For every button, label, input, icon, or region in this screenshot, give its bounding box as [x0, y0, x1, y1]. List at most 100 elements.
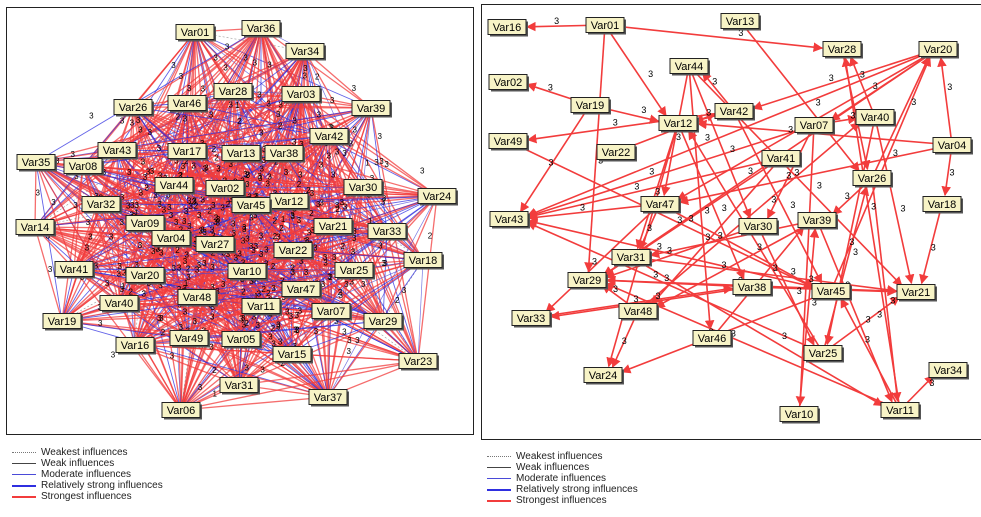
- node-var38[interactable]: Var38: [732, 279, 773, 297]
- node-var19[interactable]: Var19: [570, 97, 611, 115]
- node-var30[interactable]: Var30: [343, 179, 384, 197]
- node-var43[interactable]: Var43: [97, 142, 138, 160]
- node-var36[interactable]: Var36: [241, 20, 282, 38]
- node-var40[interactable]: Var40: [99, 295, 140, 313]
- node-var49[interactable]: Var49: [169, 330, 210, 348]
- node-var28[interactable]: Var28: [213, 83, 254, 101]
- node-var48[interactable]: Var48: [618, 303, 659, 321]
- node-var18[interactable]: Var18: [922, 196, 963, 214]
- node-var41[interactable]: Var41: [761, 150, 802, 168]
- node-var48[interactable]: Var48: [177, 289, 218, 307]
- edge-weight-label: 3: [257, 172, 262, 181]
- node-var12[interactable]: Var12: [658, 115, 699, 133]
- node-var44[interactable]: Var44: [154, 177, 195, 195]
- node-label: Var33: [373, 226, 402, 238]
- node-var37[interactable]: Var37: [308, 389, 349, 407]
- node-var27[interactable]: Var27: [195, 236, 236, 254]
- node-var21[interactable]: Var21: [313, 218, 354, 236]
- node-var32[interactable]: Var32: [81, 196, 122, 214]
- node-var23[interactable]: Var23: [398, 353, 439, 371]
- legend-swatch-relatively-strong: [487, 488, 511, 491]
- node-var47[interactable]: Var47: [640, 196, 681, 214]
- edge-weight-label: 3: [256, 321, 261, 330]
- node-var45[interactable]: Var45: [231, 197, 272, 215]
- node-var13[interactable]: Var13: [221, 145, 262, 163]
- edge-weight-label: 3: [276, 110, 281, 119]
- edge-weight-label: 3: [158, 281, 163, 290]
- node-var08[interactable]: Var08: [63, 158, 104, 176]
- node-var39[interactable]: Var39: [351, 100, 392, 118]
- node-var43[interactable]: Var43: [489, 211, 530, 229]
- node-var07[interactable]: Var07: [311, 303, 352, 321]
- node-var26[interactable]: Var26: [113, 99, 154, 117]
- node-label: Var04: [157, 233, 186, 245]
- edge-weight-label: 3: [349, 278, 354, 287]
- node-var02[interactable]: Var02: [488, 74, 529, 92]
- node-var21[interactable]: Var21: [896, 284, 937, 302]
- node-var09[interactable]: Var09: [125, 215, 166, 233]
- node-var28[interactable]: Var28: [822, 41, 863, 59]
- edge-weight-label: 3: [278, 101, 283, 110]
- node-var17[interactable]: Var17: [167, 143, 208, 161]
- node-var31[interactable]: Var31: [219, 377, 260, 395]
- node-var11[interactable]: Var11: [880, 402, 921, 420]
- node-var25[interactable]: Var25: [803, 345, 844, 363]
- node-var24[interactable]: Var24: [583, 367, 624, 385]
- node-var38[interactable]: Var38: [264, 145, 305, 163]
- node-label: Var46: [698, 333, 727, 345]
- node-var07[interactable]: Var07: [794, 117, 835, 135]
- node-var46[interactable]: Var46: [692, 330, 733, 348]
- node-var01[interactable]: Var01: [175, 24, 216, 42]
- node-var33[interactable]: Var33: [367, 223, 408, 241]
- node-var22[interactable]: Var22: [273, 242, 314, 260]
- node-var12[interactable]: Var12: [269, 193, 310, 211]
- node-var41[interactable]: Var41: [54, 261, 95, 279]
- node-var19[interactable]: Var19: [42, 313, 83, 331]
- node-var29[interactable]: Var29: [363, 313, 404, 331]
- node-var02[interactable]: Var02: [205, 180, 246, 198]
- node-var49[interactable]: Var49: [488, 133, 529, 151]
- node-var11[interactable]: Var11: [241, 298, 282, 316]
- node-var39[interactable]: Var39: [797, 212, 838, 230]
- node-var35[interactable]: Var35: [16, 154, 57, 172]
- node-var14[interactable]: Var14: [15, 219, 56, 237]
- influence-edge: [291, 259, 424, 355]
- edge-weight-label: 3: [177, 263, 182, 272]
- node-var13[interactable]: Var13: [720, 13, 761, 31]
- node-var20[interactable]: Var20: [125, 267, 166, 285]
- node-var40[interactable]: Var40: [855, 109, 896, 127]
- node-var04[interactable]: Var04: [151, 230, 192, 248]
- node-var16[interactable]: Var16: [115, 337, 156, 355]
- node-var01[interactable]: Var01: [585, 17, 626, 35]
- node-var20[interactable]: Var20: [918, 41, 959, 59]
- node-var44[interactable]: Var44: [669, 58, 710, 76]
- node-var05[interactable]: Var05: [221, 331, 262, 349]
- node-var30[interactable]: Var30: [738, 218, 779, 236]
- edge-weight-label: 3: [214, 213, 219, 222]
- node-var16[interactable]: Var16: [487, 19, 528, 37]
- node-var04[interactable]: Var04: [932, 137, 973, 155]
- edge-weight-label: 3: [929, 378, 934, 388]
- edge-weight-label: 3: [262, 156, 267, 165]
- node-var26[interactable]: Var26: [852, 170, 893, 188]
- node-var29[interactable]: Var29: [567, 272, 608, 290]
- edge-weight-label: 3: [174, 218, 179, 227]
- node-var03[interactable]: Var03: [281, 86, 322, 104]
- node-var10[interactable]: Var10: [779, 406, 820, 424]
- node-var31[interactable]: Var31: [611, 249, 652, 267]
- node-var46[interactable]: Var46: [167, 95, 208, 113]
- node-var15[interactable]: Var15: [272, 346, 313, 364]
- node-var18[interactable]: Var18: [403, 252, 444, 270]
- node-var06[interactable]: Var06: [161, 402, 202, 420]
- node-var24[interactable]: Var24: [417, 188, 458, 206]
- node-var10[interactable]: Var10: [227, 263, 268, 281]
- node-var45[interactable]: Var45: [811, 283, 852, 301]
- node-var34[interactable]: Var34: [928, 362, 969, 380]
- node-var47[interactable]: Var47: [281, 281, 322, 299]
- node-var22[interactable]: Var22: [596, 144, 637, 162]
- node-var42[interactable]: Var42: [714, 103, 755, 121]
- node-var33[interactable]: Var33: [511, 310, 552, 328]
- node-var42[interactable]: Var42: [309, 128, 350, 146]
- node-var34[interactable]: Var34: [285, 43, 326, 61]
- node-var25[interactable]: Var25: [334, 262, 375, 280]
